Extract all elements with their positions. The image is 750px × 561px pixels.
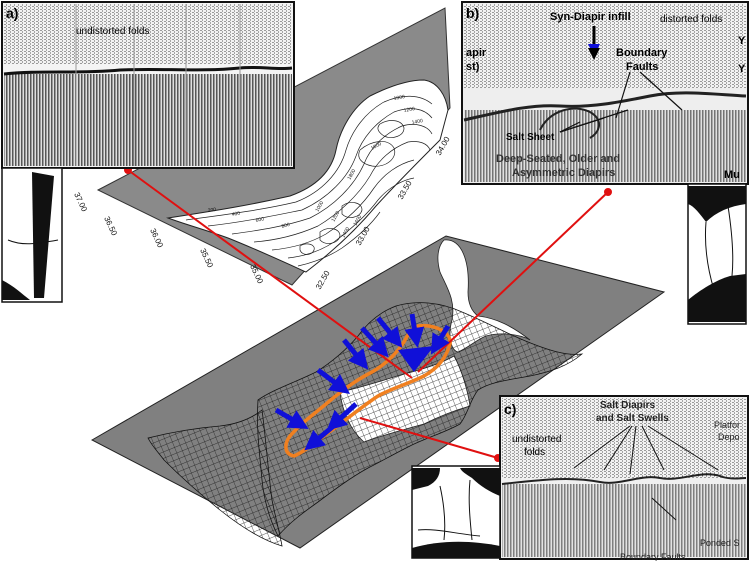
panel-b-inset-shape-top [688,186,746,222]
panel-b-inset-line [705,221,715,291]
contour-label: 1000 [393,94,405,102]
contour-label: 1600 [370,141,383,152]
compression-arrow [326,402,358,431]
panel-c-salt-diapirs-1: Salt Diapirs [600,400,655,411]
panel-c-seismic-lower [502,484,746,557]
compression-arrow [430,324,451,355]
panel-a-caption: undistorted folds [76,26,149,37]
panel-c-surface [501,473,747,485]
panel-b-distorted: distorted folds [660,14,722,25]
panel-c: c) Salt Diapirs and Salt Swells undistor… [411,395,749,561]
axis-tick-label: 37.00 [72,191,89,213]
panel-a-fold-surface [3,65,293,76]
contour-label: 1400 [341,226,352,239]
panel-b-boundary-2: Faults [626,61,658,73]
panel-b-seismic-upper [464,4,746,88]
panel-a-inset-corner [2,280,30,300]
compression-arrow [360,326,389,358]
panel-c-inset-lines [417,479,481,541]
contour-label: 200 [207,207,216,214]
compression-arrow [316,368,350,394]
panel-b-annotation-lines [559,71,683,133]
panel-c-annotation-lines [573,425,719,521]
axis-tick-label: 36.00 [148,227,165,249]
panel-c-inset-top-right [460,468,500,496]
panel-c-salt-diapirs-2: and Salt Swells [596,413,669,424]
contour-label: 600 [255,216,265,224]
panel-c-boundary-faults: Boundary Faults [620,552,686,561]
surface-mesh [257,302,584,537]
panel-c-inset-bottom [412,541,500,558]
leader-line-a [127,169,413,379]
contour-label: 1600 [353,214,364,227]
panel-a: a) undistorted folds [1,1,295,303]
panel-b-syn-diapir: Syn-Diapir infill [550,11,631,23]
contour-lines [185,95,433,267]
contour-label: 800 [281,222,291,230]
panel-c-inset-top-left [412,468,440,490]
salt-province-outline [284,323,452,458]
panel-a-inset-line [7,239,59,245]
large-blue-arrowhead [398,346,434,372]
panel-c-ponded: Ponded S [700,538,740,548]
panel-a-label: a) [6,5,18,21]
contour-label: 1400 [411,118,423,126]
panel-c-label: c) [504,401,516,417]
axis-tick-label: 32.50 [314,269,332,291]
panel-b-label: b) [466,5,479,21]
axis-tick-label: 35.50 [198,247,215,269]
contour-label: 1200 [331,210,342,223]
panel-b-deep-seated-2: Asymmetric Diapirs [512,167,615,179]
panel-b-diapir-paren: st) [466,61,480,73]
axis-tick-label: 36.50 [102,215,119,237]
panel-a-inset-shape [32,172,54,298]
panel-b-salt-sheet [463,91,747,122]
panel-a-seismic-upper [4,4,292,64]
contour-label: 1800 [347,168,358,181]
panel-b-seismic-lower [464,110,746,182]
panel-b-diapir [539,107,600,139]
panel-b-salt-sheet-label: Salt Sheet [506,132,555,143]
panel-c-platform-2: Depo [718,432,740,442]
panel-c-undistorted-2: folds [524,447,545,458]
contour-label: 400 [231,211,240,218]
leader-dot-b [604,188,612,196]
panel-b-inset-line-2 [727,205,734,277]
panel-b-diapir-partial: apir [466,47,487,59]
panel-b-mu: Mu [724,169,740,181]
panel-b-inset-shape-bottom [688,274,746,322]
surface-model [90,166,666,549]
panel-b-deep-seated-1: Deep-Seated, Older and [496,153,620,165]
panel-b: b) Syn-Diapir infill distorted folds api… [461,1,749,325]
compression-arrow [404,313,425,348]
compression-arrow [342,338,369,370]
contour-label: 1000 [315,200,326,213]
compression-arrow [376,316,403,348]
panel-b-boundary-1: Boundary [616,47,668,59]
panel-b-right-y2: Y [738,63,746,75]
compression-arrow [274,407,309,430]
contour-label: 1200 [403,106,415,114]
surface-mesh-lobe [147,409,283,547]
compression-arrow [304,422,338,451]
panel-a-seismic-lower [4,74,292,166]
compression-arrows [274,313,451,451]
panel-c-platform-1: Platfor [714,420,740,430]
panel-b-right-y1: Y [738,35,746,47]
panel-b-down-arrowhead [588,48,600,60]
panel-a-traces [75,4,241,166]
panel-c-undistorted-1: undistorted [512,434,561,445]
leader-line-c [359,417,499,459]
contour-labels: 1000 1200 1400 1600 1800 1000 1200 1400 … [207,94,423,239]
